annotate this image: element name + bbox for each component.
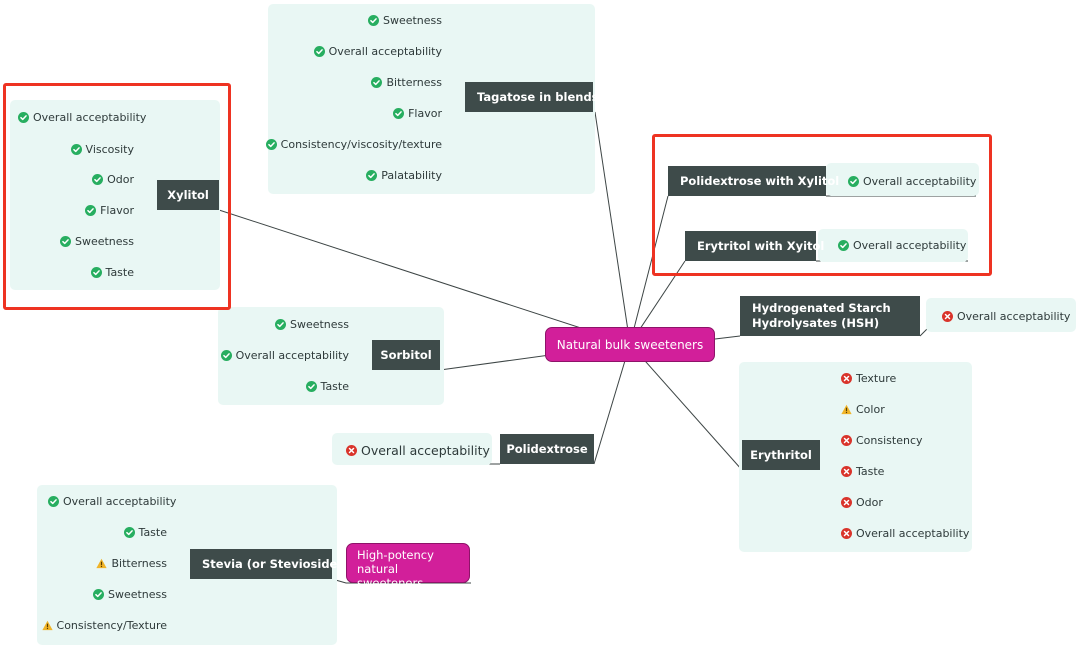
tagatose-leaf-overall[interactable]: Overall acceptability [268, 43, 442, 59]
stevia-leaf-consistency[interactable]: Consistency/Texture [37, 617, 167, 633]
cross-circle-icon [841, 465, 852, 477]
erytritol-xyitol-node[interactable]: Erytritol with Xyitol [685, 231, 824, 261]
hsh-leaf-overall[interactable]: Overall acceptability [942, 308, 1070, 324]
check-circle-icon [367, 14, 379, 26]
cross-circle-icon [346, 444, 357, 456]
stevia-leaf-bitterness[interactable]: Bitterness [37, 555, 167, 571]
check-circle-icon [123, 526, 135, 538]
check-circle-icon [220, 349, 232, 361]
cross-circle-icon [841, 434, 852, 446]
cross-circle-icon [841, 496, 852, 508]
tagatose-leaf-flavor[interactable]: Flavor [268, 105, 442, 121]
check-circle-icon [85, 204, 97, 216]
link-hsh [714, 335, 741, 340]
tagatose-leaf-sweetness[interactable]: Sweetness [268, 12, 442, 28]
check-circle-icon [305, 380, 317, 392]
check-circle-icon [371, 76, 383, 88]
cross-circle-icon [841, 527, 852, 539]
selection-highlight-blends [652, 134, 992, 276]
tagatose-leaf-bitterness[interactable]: Bitterness [268, 74, 442, 90]
stevia-leaf-taste[interactable]: Taste [37, 524, 167, 540]
sorbitol-leaf-taste[interactable]: Taste [218, 378, 349, 394]
warning-triangle-icon [96, 558, 108, 569]
check-circle-icon [393, 107, 405, 119]
polidextrose-leaf-overall[interactable]: Overall acceptability [346, 442, 490, 458]
stevia-leaf-overall[interactable]: Overall acceptability [48, 493, 176, 509]
cross-circle-icon [942, 310, 953, 322]
check-circle-icon [838, 239, 849, 251]
check-circle-icon [366, 169, 378, 181]
warning-triangle-icon [841, 404, 852, 415]
stevia-node[interactable]: Stevia (or Steviosides) [190, 549, 349, 579]
check-circle-icon [90, 266, 102, 278]
erythritol-leaf-taste[interactable]: Taste [841, 463, 884, 479]
tagatose-leaf-palatability[interactable]: Palatability [268, 167, 442, 183]
erytritol-xyitol-leaf-overall[interactable]: Overall acceptability [838, 237, 966, 253]
check-circle-icon [70, 143, 82, 155]
check-circle-icon [313, 45, 325, 57]
central-topic[interactable]: Natural bulk sweeteners [545, 327, 715, 362]
erythritol-leaf-texture[interactable]: Texture [841, 370, 896, 386]
check-circle-icon [265, 138, 277, 150]
check-circle-icon [59, 235, 71, 247]
check-circle-icon [92, 173, 104, 185]
sorbitol-leaf-sweetness[interactable]: Sweetness [218, 316, 349, 332]
hsh-node[interactable]: Hydrogenated Starch Hydrolysates (HSH) [740, 296, 920, 336]
polidextrose-panel [332, 433, 492, 465]
erythritol-leaf-color[interactable]: Color [841, 401, 885, 417]
erythritol-leaf-odor[interactable]: Odor [841, 494, 883, 510]
link-polidextrose [593, 343, 631, 465]
polidextrose-xylitol-leaf-overall[interactable]: Overall acceptability [848, 173, 976, 189]
xylitol-leaf-sweetness[interactable]: Sweetness [10, 233, 134, 249]
warning-triangle-icon [41, 620, 53, 631]
stevia-leaf-sweetness[interactable]: Sweetness [37, 586, 167, 602]
erythritol-leaf-overall[interactable]: Overall acceptability [841, 525, 969, 541]
cross-circle-icon [841, 372, 852, 384]
check-circle-icon [18, 111, 29, 123]
xylitol-leaf-overall[interactable]: Overall acceptability [18, 109, 146, 125]
polidextrose-node[interactable]: Polidextrose [500, 434, 594, 464]
link-tagatose [594, 111, 631, 345]
tagatose-leaf-consistency[interactable]: Consistency/viscosity/texture [265, 136, 442, 152]
xylitol-leaf-taste[interactable]: Taste [10, 264, 134, 280]
erythritol-leaf-consistency[interactable]: Consistency [841, 432, 923, 448]
xylitol-node[interactable]: Xylitol [157, 180, 219, 210]
check-circle-icon [848, 175, 859, 187]
xylitol-leaf-viscosity[interactable]: Viscosity [10, 141, 134, 157]
check-circle-icon [92, 588, 104, 600]
selection-highlight-xylitol [3, 83, 231, 310]
polidextrose-xylitol-node[interactable]: Polidextrose with Xylitol [668, 166, 839, 196]
erythritol-node[interactable]: Erythritol [742, 440, 820, 470]
check-circle-icon [48, 495, 59, 507]
sorbitol-leaf-overall[interactable]: Overall acceptability [218, 347, 349, 363]
xylitol-leaf-flavor[interactable]: Flavor [10, 202, 134, 218]
high-potency-node[interactable]: High-potency natural sweeteners [346, 543, 470, 590]
sorbitol-node[interactable]: Sorbitol [372, 340, 440, 370]
check-circle-icon [274, 318, 286, 330]
tagatose-node[interactable]: Tagatose in blends [465, 82, 599, 112]
xylitol-leaf-odor[interactable]: Odor [10, 171, 134, 187]
link-erythritol [629, 343, 743, 471]
